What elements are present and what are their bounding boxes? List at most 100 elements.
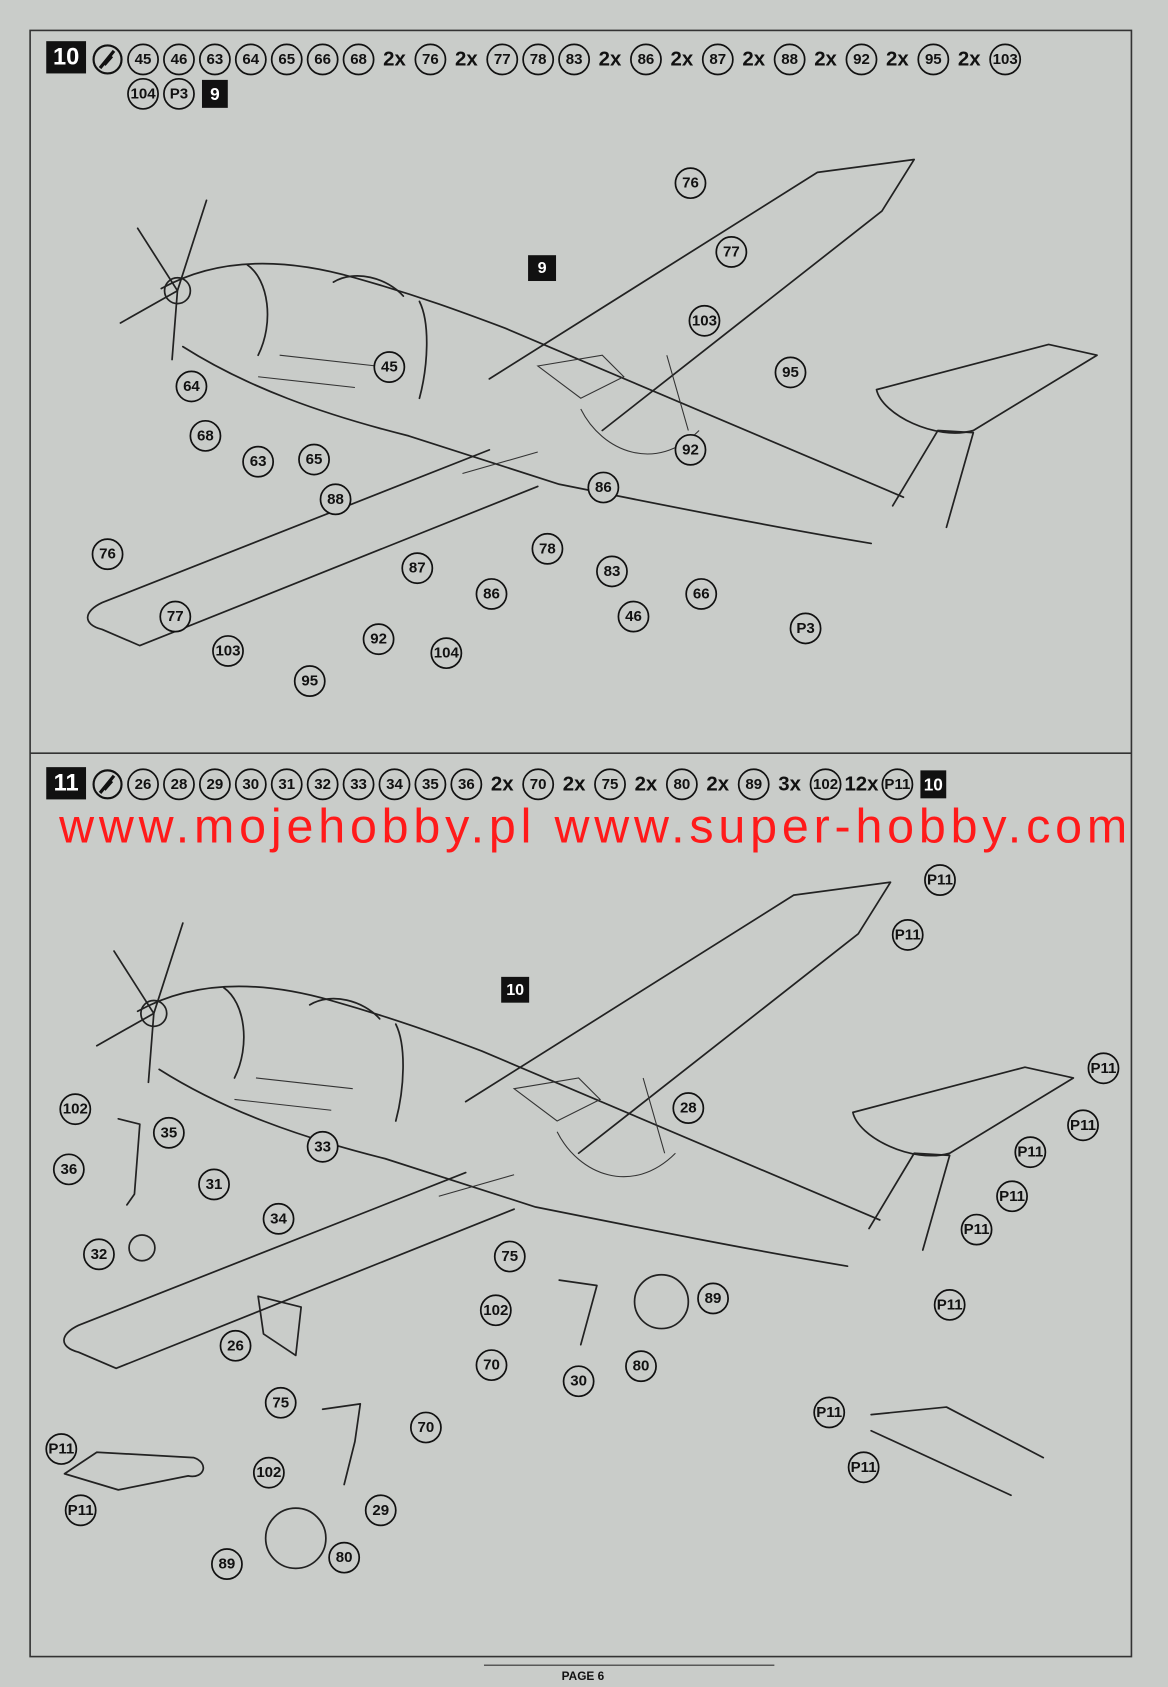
sub-step-label: 9 bbox=[538, 259, 547, 277]
part-callout: P11 bbox=[924, 864, 956, 896]
callout-number: 30 bbox=[570, 1373, 587, 1390]
part-number-circle bbox=[630, 43, 662, 76]
callout-number: 102 bbox=[483, 1302, 508, 1319]
callout-number: 68 bbox=[197, 427, 214, 444]
part-callout: P11 bbox=[1067, 1109, 1099, 1142]
callout-number: P11 bbox=[816, 1404, 842, 1421]
part-number: 80 bbox=[673, 776, 690, 793]
part-number: 32 bbox=[314, 776, 331, 793]
part-number: 95 bbox=[925, 51, 942, 68]
part-callout: P11 bbox=[960, 1213, 993, 1246]
part-number-circle bbox=[917, 43, 950, 76]
part-callout: 77 bbox=[715, 236, 748, 268]
part-number-circle bbox=[594, 768, 626, 801]
callout-number: P11 bbox=[937, 1296, 963, 1313]
previous-step-box bbox=[920, 770, 947, 799]
part-number-circle bbox=[881, 768, 914, 801]
part-number-circle bbox=[163, 43, 195, 76]
part-number: 46 bbox=[171, 51, 188, 68]
part-number-circle bbox=[737, 768, 770, 801]
callout-number: 87 bbox=[409, 560, 426, 577]
quantity-label: 2x bbox=[635, 773, 658, 795]
part-callout: 77 bbox=[159, 600, 192, 633]
part-callout: P11 bbox=[933, 1288, 966, 1321]
part-callout: 31 bbox=[198, 1168, 230, 1201]
glue-tube-icon bbox=[92, 44, 123, 75]
callout-number: 78 bbox=[539, 540, 556, 557]
callout-number: P3 bbox=[796, 620, 814, 637]
quantity-label: 2x bbox=[563, 773, 586, 795]
part-number-circle bbox=[342, 43, 375, 76]
quantity-label: 2x bbox=[706, 773, 729, 795]
part-number-circle bbox=[270, 768, 303, 801]
previous-step-box bbox=[201, 79, 228, 108]
part-number: 76 bbox=[422, 51, 439, 68]
part-number: 64 bbox=[242, 51, 259, 68]
part-number: 28 bbox=[171, 776, 188, 793]
part-number-circle bbox=[127, 768, 159, 801]
part-number-circle bbox=[665, 768, 698, 801]
callout-number: 36 bbox=[60, 1161, 77, 1178]
part-number: 75 bbox=[602, 776, 619, 793]
part-callout: 86 bbox=[475, 578, 508, 610]
callout-number: 34 bbox=[270, 1210, 287, 1227]
part-number: P3 bbox=[170, 85, 188, 102]
callout-number: 46 bbox=[625, 608, 642, 625]
previous-step-ref: 9 bbox=[210, 84, 220, 104]
part-callout: 32 bbox=[83, 1238, 115, 1271]
part-number-circle bbox=[163, 77, 195, 110]
part-number: 33 bbox=[350, 776, 367, 793]
part-callout: 75 bbox=[264, 1386, 297, 1419]
part-number: 68 bbox=[350, 51, 367, 68]
quantity-label: 3x bbox=[778, 773, 801, 795]
part-number: 34 bbox=[386, 776, 403, 793]
part-callout: P11 bbox=[996, 1180, 1028, 1213]
callout-number: 70 bbox=[483, 1357, 500, 1374]
step-number-box bbox=[46, 767, 87, 800]
part-number: 29 bbox=[207, 776, 224, 793]
step-number-box bbox=[46, 41, 87, 74]
part-number-circle bbox=[522, 768, 555, 801]
part-callout: P11 bbox=[1087, 1052, 1120, 1085]
quantity-label: 12x bbox=[844, 773, 879, 795]
part-number: 104 bbox=[130, 85, 156, 102]
callout-number: 32 bbox=[91, 1246, 108, 1263]
part-number-circle bbox=[306, 768, 339, 801]
callout-number: P11 bbox=[1017, 1144, 1043, 1161]
callout-number: 102 bbox=[63, 1101, 88, 1118]
part-callout: 63 bbox=[242, 445, 275, 478]
part-number-circle bbox=[378, 768, 411, 801]
part-callout: 86 bbox=[587, 471, 620, 504]
callout-number: 89 bbox=[219, 1556, 236, 1573]
part-number-circle bbox=[270, 43, 303, 76]
part-callout: 92 bbox=[362, 623, 395, 656]
callout-number: 29 bbox=[372, 1502, 389, 1519]
part-callout: 102 bbox=[479, 1294, 512, 1327]
part-number-circle bbox=[809, 768, 842, 801]
quantity-label: 2x bbox=[886, 48, 909, 70]
part-callout: 34 bbox=[262, 1202, 295, 1235]
part-number-circle bbox=[773, 43, 806, 76]
part-number: 35 bbox=[422, 776, 439, 793]
part-callout: 103 bbox=[688, 304, 721, 337]
quantity-label: 2x bbox=[742, 48, 765, 70]
callout-number: 80 bbox=[633, 1358, 650, 1375]
part-callout: 95 bbox=[293, 665, 326, 698]
callout-number: 75 bbox=[501, 1248, 518, 1265]
part-callout: 30 bbox=[562, 1365, 595, 1398]
part-number: 92 bbox=[853, 51, 870, 68]
callout-number: 83 bbox=[604, 563, 621, 580]
part-callout: P11 bbox=[45, 1433, 78, 1465]
quantity-label: 2x bbox=[958, 48, 981, 70]
part-number-circle bbox=[558, 43, 591, 76]
step-11-diagram: 10 P11P11P11P1128P11P11P11P1110235363133… bbox=[45, 864, 1120, 1581]
part-callout: 103 bbox=[212, 635, 244, 667]
part-callout: 80 bbox=[625, 1350, 657, 1383]
part-number-circle bbox=[450, 768, 483, 801]
quantity-label: 2x bbox=[383, 48, 406, 70]
part-callout: 26 bbox=[219, 1329, 252, 1362]
part-callout: 66 bbox=[685, 578, 718, 610]
quantity-label: 2x bbox=[814, 48, 837, 70]
quantity-label: 2x bbox=[491, 773, 514, 795]
